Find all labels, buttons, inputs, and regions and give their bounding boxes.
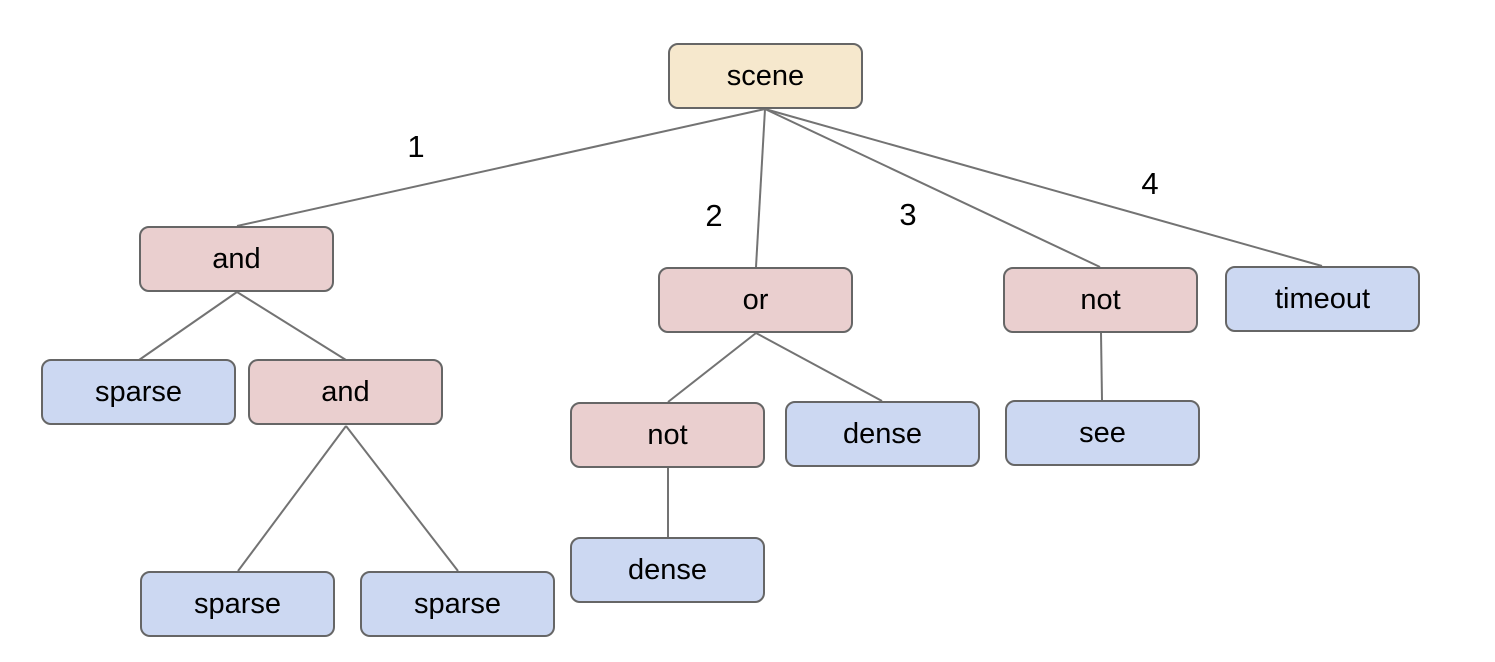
node-timeout-label: timeout xyxy=(1274,282,1371,315)
node-and-1: and xyxy=(139,226,334,292)
edge-and-and xyxy=(236,291,347,361)
edge-label-4: 4 xyxy=(1141,166,1159,201)
edge-not-see xyxy=(1100,332,1103,401)
node-or-1: or xyxy=(658,267,853,333)
edge-scene-and xyxy=(236,108,766,227)
node-sparse-2: sparse xyxy=(140,571,335,637)
edge-or-dense xyxy=(755,332,883,402)
node-timeout: timeout xyxy=(1225,266,1420,332)
node-not-2-label: not xyxy=(647,418,688,451)
node-and-2-label: and xyxy=(321,375,370,408)
node-or-1-label: or xyxy=(742,283,769,316)
node-scene-label: scene xyxy=(726,59,805,92)
node-sparse-2-label: sparse xyxy=(193,587,282,620)
edge-scene-not xyxy=(764,108,1101,268)
node-not-2: not xyxy=(570,402,765,468)
edge-and2-sparse2 xyxy=(237,425,347,572)
node-sparse-1-label: sparse xyxy=(94,375,183,408)
node-see: see xyxy=(1005,400,1200,466)
node-not-1: not xyxy=(1003,267,1198,333)
node-and-2: and xyxy=(248,359,443,425)
node-dense-1: dense xyxy=(785,401,980,467)
node-not-1-label: not xyxy=(1080,283,1121,316)
node-dense-2-label: dense xyxy=(627,553,707,586)
edge-scene-timeout xyxy=(764,108,1323,267)
node-sparse-1: sparse xyxy=(41,359,236,425)
node-see-label: see xyxy=(1079,416,1126,449)
node-sparse-3-label: sparse xyxy=(413,587,502,620)
node-dense-2: dense xyxy=(570,537,765,603)
node-scene: scene xyxy=(668,43,863,109)
edge-and-sparse xyxy=(138,291,238,361)
edge-label-3: 3 xyxy=(899,197,917,232)
edge-label-2: 2 xyxy=(705,198,723,233)
node-dense-1-label: dense xyxy=(842,417,922,450)
edge-label-1: 1 xyxy=(407,129,425,164)
edge-scene-or xyxy=(755,108,766,268)
node-sparse-3: sparse xyxy=(360,571,555,637)
edge-or-not2 xyxy=(667,332,757,403)
node-and-1-label: and xyxy=(212,242,261,275)
edge-and2-sparse3 xyxy=(345,425,459,572)
